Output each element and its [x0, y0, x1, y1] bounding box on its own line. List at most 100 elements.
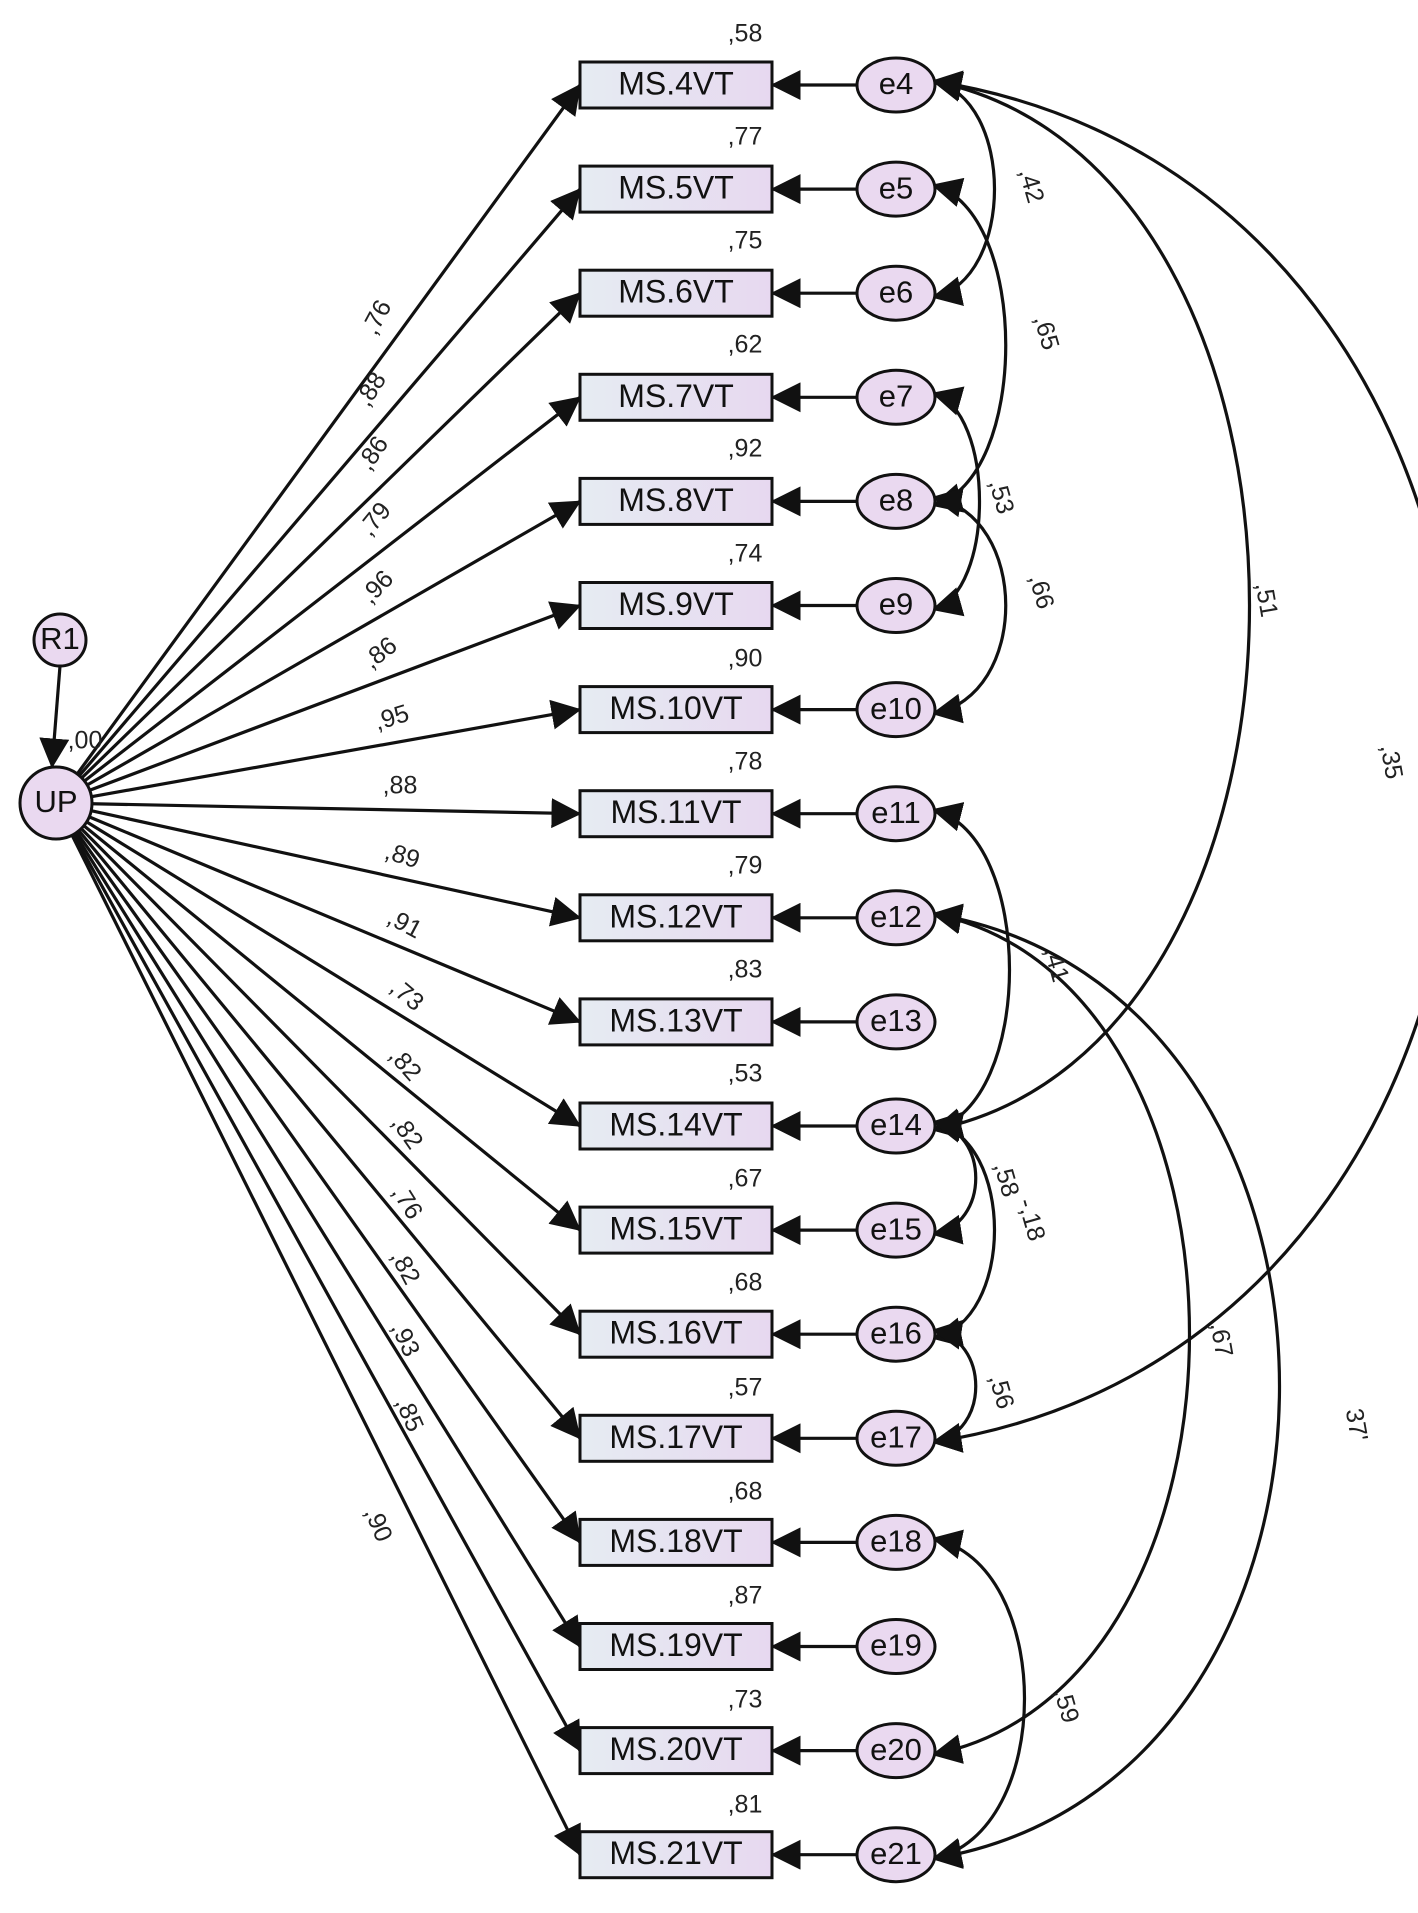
covariance-label: 37'	[1340, 1406, 1373, 1443]
covariance-label: ,67	[1205, 1320, 1239, 1359]
residual-label: R1	[40, 621, 80, 656]
r-squared-label: ,78	[728, 748, 763, 776]
covariance-arc	[931, 70, 1418, 1453]
indicator-label: MS.12VT	[609, 898, 742, 934]
paths-layer	[39, 70, 1418, 1870]
covariance-label: ,35	[1375, 742, 1409, 781]
indicator-label: MS.9VT	[618, 586, 734, 622]
error-label: e5	[879, 170, 913, 205]
error-label: e17	[870, 1419, 922, 1454]
covariance-arc	[931, 904, 1192, 1764]
error-label: e16	[870, 1315, 922, 1350]
residual-path	[39, 665, 70, 769]
error-node	[855, 56, 937, 114]
covariance-arc	[931, 71, 1252, 1140]
covariance-arc	[931, 1529, 1026, 1868]
error-label: e8	[879, 483, 913, 518]
covariance-label: -,18	[1012, 1195, 1051, 1244]
loading-path	[73, 832, 582, 1648]
indicator-box	[578, 1726, 774, 1776]
latent-label: UP	[34, 784, 77, 819]
error-label: e6	[879, 274, 913, 309]
loading-label: ,93	[385, 1318, 425, 1361]
loading-path	[70, 834, 582, 1857]
indicator-box	[578, 789, 774, 839]
error-label: e21	[870, 1836, 922, 1871]
loading-label: ,96	[355, 565, 399, 609]
indicator-label: MS.18VT	[609, 1523, 742, 1559]
loading-path	[80, 292, 582, 780]
loading-label: ,85	[389, 1393, 429, 1436]
indicator-box	[578, 60, 774, 110]
labels-layer: ,42,65,53,66,51,35,41,58-,18,56,6737',59…	[34, 20, 1408, 1872]
loading-path	[89, 601, 582, 792]
loading-label: ,82	[383, 1042, 427, 1087]
r-squared-label: ,74	[728, 540, 763, 568]
indicator-box	[578, 1101, 774, 1151]
loading-label: ,86	[352, 431, 395, 475]
r-squared-label: ,90	[728, 645, 763, 673]
error-label: e11	[871, 795, 920, 830]
indicator-box	[578, 164, 774, 214]
error-node	[855, 472, 937, 530]
error-node	[855, 1201, 937, 1259]
error-node	[855, 1513, 937, 1571]
indicator-label: MS.5VT	[618, 170, 734, 206]
covariance-label: ,66	[1023, 571, 1059, 612]
loading-path	[78, 187, 582, 777]
indicator-label: MS.10VT	[609, 690, 742, 726]
error-label: e19	[870, 1628, 922, 1663]
r-squared-label: ,62	[728, 331, 763, 359]
r-squared-label: ,53	[728, 1060, 763, 1088]
covariance-arc	[931, 1111, 978, 1245]
covariance-label: ,59	[1048, 1685, 1084, 1726]
loading-label: ,82	[386, 1110, 429, 1155]
indicator-label: MS.8VT	[618, 482, 734, 518]
loading-label: ,88	[350, 367, 392, 411]
loading-path	[91, 699, 582, 799]
r-squared-label: ,87	[728, 1582, 763, 1610]
loading-path	[75, 83, 582, 775]
error-label: e9	[879, 587, 913, 622]
loading-label: ,86	[358, 631, 403, 674]
loading-path	[72, 833, 582, 1752]
loading-path	[82, 824, 582, 1232]
indicator-box	[578, 268, 774, 318]
covariance-label: ,41	[1038, 944, 1074, 985]
r-squared-label: ,57	[728, 1374, 763, 1402]
error-node	[855, 1305, 937, 1363]
indicator-box	[578, 1830, 774, 1880]
residual-path-label: ,00	[68, 727, 103, 755]
indicator-label: MS.17VT	[609, 1419, 742, 1455]
error-node	[855, 1097, 937, 1155]
loading-label: ,82	[385, 1245, 426, 1289]
indicator-box	[578, 1413, 774, 1463]
indicator-box	[578, 476, 774, 526]
indicator-label: MS.11VT	[611, 794, 742, 830]
indicator-box	[578, 997, 774, 1047]
loading-label: ,79	[353, 497, 397, 542]
error-node	[855, 264, 937, 322]
error-label: e20	[870, 1732, 922, 1767]
r-squared-label: ,77	[728, 123, 763, 151]
r-squared-label: ,75	[728, 227, 763, 255]
loading-label: ,88	[383, 772, 418, 800]
indicator-label: MS.14VT	[609, 1106, 742, 1142]
loading-path	[83, 396, 582, 783]
loading-label: ,95	[371, 699, 412, 736]
latent-node	[18, 765, 94, 841]
indicator-box	[578, 1205, 774, 1255]
indicator-label: MS.7VT	[618, 378, 734, 414]
indicator-box	[578, 893, 774, 943]
r-squared-label: ,58	[728, 20, 763, 48]
r-squared-label: ,83	[728, 956, 763, 984]
loading-label: ,91	[383, 903, 427, 944]
error-node	[855, 889, 937, 947]
indicator-label: MS.4VT	[618, 65, 734, 101]
covariance-label: ,53	[983, 476, 1019, 517]
loading-path	[77, 829, 582, 1440]
error-node	[855, 993, 937, 1051]
loading-path	[75, 831, 582, 1544]
error-label: e15	[870, 1211, 922, 1246]
